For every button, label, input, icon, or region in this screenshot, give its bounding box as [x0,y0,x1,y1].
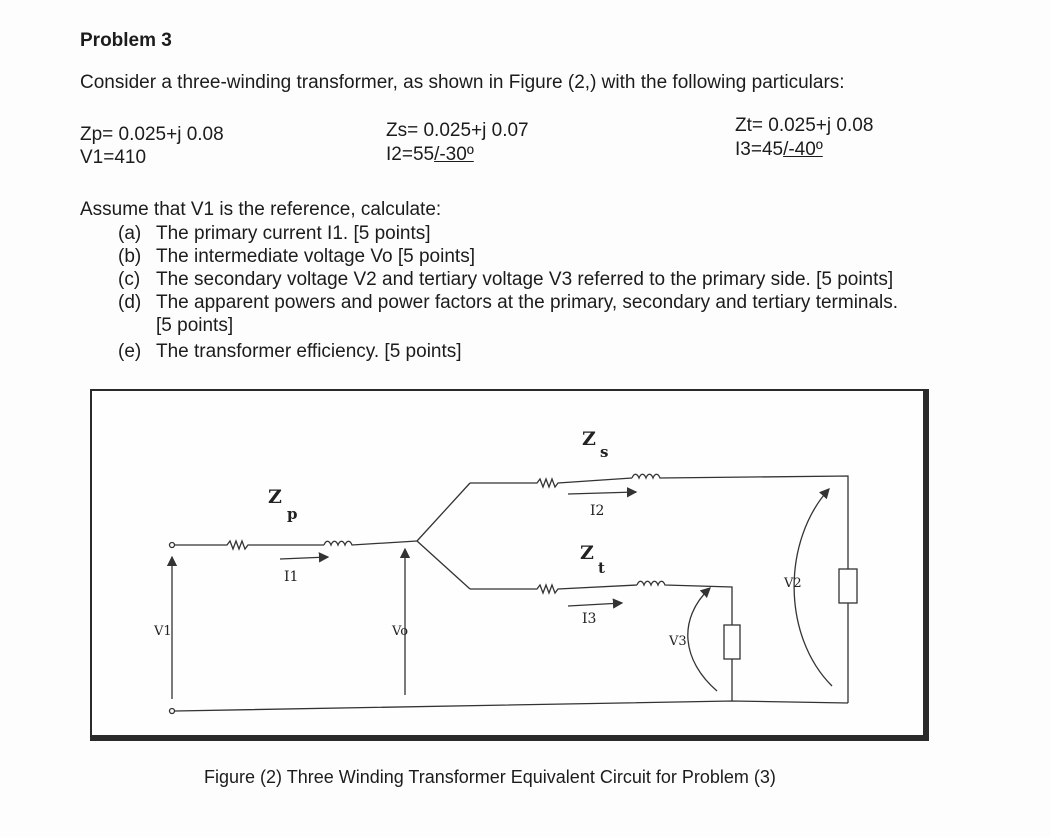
question-e: (e) The transformer efficiency. [5 points… [118,341,462,363]
question-text: The secondary voltage V2 and tertiary vo… [156,269,894,290]
param-i3-magnitude: I3=45 [735,139,784,160]
question-label: (d) [118,292,142,313]
question-d: (d) The apparent powers and power factors… [118,292,898,314]
zs-label: Z [582,428,596,450]
param-zp: Zp= 0.025+j 0.08 [80,124,224,145]
circuit-figure-frame: Z s Z p Z t I1 I2 I3 V1 Vo V2 V3 [90,389,929,741]
secondary-load [838,568,858,604]
param-i3-angle: /-40º [783,139,823,160]
v3-label: V3 [668,634,687,649]
wire [416,540,471,590]
zt-resistor [470,583,638,595]
v1-label: V1 [153,624,172,639]
terminal-node [168,541,176,549]
tertiary-load [723,624,741,660]
zt-inductor [636,580,733,625]
zp-inductor [323,540,418,547]
question-label: (e) [118,341,142,362]
return-wire [174,700,849,712]
i2-label: I2 [590,503,604,519]
v3-arrow [687,587,718,692]
figure-caption: Figure (2) Three Winding Transformer Equ… [204,767,776,787]
vo-label: Vo [391,624,408,639]
param-i2-angle: /-30º [434,144,474,165]
problem-title: Problem 3 [80,30,172,51]
param-zs: Zs= 0.025+j 0.07 [386,120,529,141]
question-a: (a) The primary current I1. [5 points] [118,223,431,245]
zp-subscript: p [287,505,298,523]
zt-label: Z [580,542,594,564]
zs-subscript: s [600,443,608,461]
question-text: The transformer efficiency. [5 points] [156,341,462,362]
circuit-diagram: Z s Z p Z t I1 I2 I3 V1 Vo V2 V3 [153,428,858,715]
problem-intro: Consider a three-winding transformer, as… [80,72,845,93]
question-label: (c) [118,269,141,290]
param-i3: I3=45/-40º [735,139,823,161]
v2-arrow [793,488,833,687]
question-text: The apparent powers and power factors at… [156,292,899,313]
assume-statement: Assume that V1 is the reference, calcula… [80,199,442,220]
question-label: (b) [118,246,142,267]
question-text: The primary current I1. [5 points] [156,223,431,244]
param-i2: I2=55/-30º [386,144,474,166]
v2-label: V2 [783,576,802,591]
zp-label: Z [268,486,282,508]
terminal-node [168,707,176,715]
question-d-points: [5 points] [156,315,234,336]
i3-label: I3 [582,611,596,627]
wire [416,482,471,542]
param-i2-magnitude: I2=55 [386,144,435,165]
i2-arrow [567,487,638,498]
zs-inductor [631,473,849,569]
zt-subscript: t [598,559,605,577]
question-text: The intermediate voltage Vo [5 points] [156,246,475,267]
zp-resistor [175,539,324,551]
param-zt: Zt= 0.025+j 0.08 [735,115,874,136]
question-b: (b) The intermediate voltage Vo [5 points… [118,246,475,268]
i1-label: I1 [284,569,298,585]
param-v1: V1=410 [80,147,147,168]
i3-arrow [567,598,624,609]
zs-resistor [470,477,633,489]
question-label: (a) [118,223,142,244]
question-c: (c) The secondary voltage V2 and tertiary… [118,269,893,291]
i1-arrow [279,552,330,563]
